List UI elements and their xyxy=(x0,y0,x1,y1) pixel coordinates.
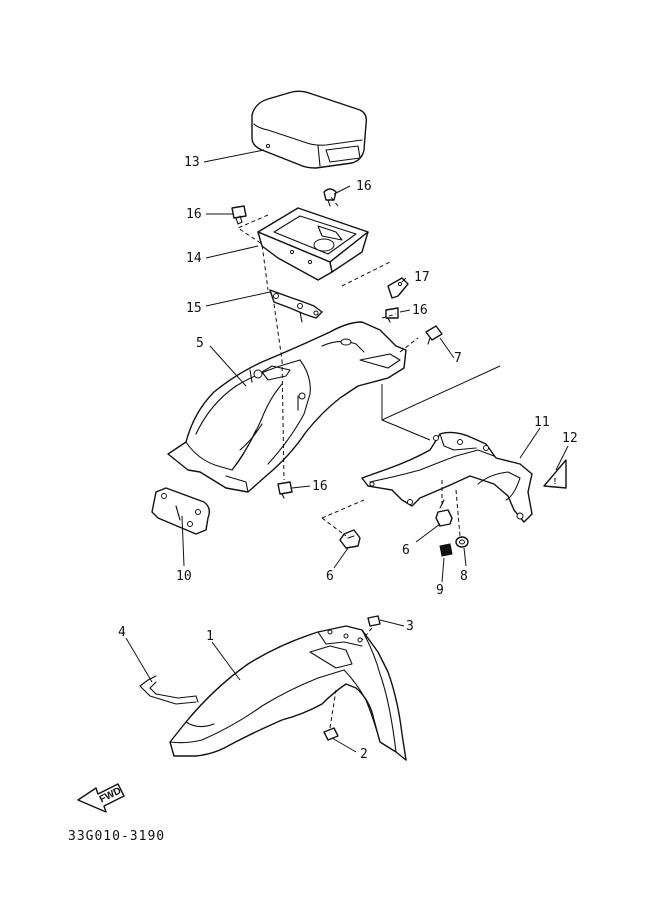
fastener-2 xyxy=(323,727,339,741)
callouts: 13 16 16 14 17 15 16 5 7 11 12 16 6 8 9 … xyxy=(118,155,578,762)
callout-10: 10 xyxy=(176,569,192,584)
fastener-3 xyxy=(367,615,381,627)
callout-3: 3 xyxy=(406,619,414,634)
warning-triangle: ! xyxy=(543,459,567,489)
callout-6-left: 6 xyxy=(326,569,334,584)
fastener-16-left xyxy=(231,205,247,225)
callout-14: 14 xyxy=(186,251,202,266)
svg-text:!: ! xyxy=(554,477,557,486)
assembly-lines xyxy=(175,195,501,729)
fastener-16-bottom xyxy=(277,481,293,499)
rod xyxy=(139,675,199,705)
fastener-6-left xyxy=(339,529,361,549)
leader-lines xyxy=(125,149,569,753)
plate xyxy=(151,487,211,535)
callout-11: 11 xyxy=(534,415,550,430)
battery-cover xyxy=(251,90,368,169)
callout-16-top: 16 xyxy=(356,179,372,194)
fastener-17 xyxy=(387,277,409,299)
fastener-8 xyxy=(455,536,469,548)
callout-7: 7 xyxy=(454,351,462,366)
rear-fender xyxy=(169,625,407,761)
callout-2: 2 xyxy=(360,747,368,762)
fwd-arrow: FWD xyxy=(77,783,125,813)
rear-fender-inner xyxy=(167,321,407,493)
callout-16-left: 16 xyxy=(186,207,202,222)
battery-case xyxy=(257,207,369,281)
callout-13: 13 xyxy=(184,155,200,170)
bracket xyxy=(269,289,323,323)
callout-16-bottom: 16 xyxy=(312,479,328,494)
callout-5: 5 xyxy=(196,336,204,351)
callout-15: 15 xyxy=(186,301,202,316)
drawing-code: 33G010-3190 xyxy=(68,829,165,844)
fender-support xyxy=(361,431,533,523)
fastener-16-top xyxy=(323,188,337,207)
fastener-9 xyxy=(439,543,453,557)
callout-12: 12 xyxy=(562,431,578,446)
callout-16-mid: 16 xyxy=(412,303,428,318)
callout-17: 17 xyxy=(414,270,430,285)
callout-8: 8 xyxy=(460,569,468,584)
fastener-6-right xyxy=(435,499,453,527)
callout-4: 4 xyxy=(118,625,126,640)
callout-9: 9 xyxy=(436,583,444,598)
callout-6-right: 6 xyxy=(402,543,410,558)
callout-1: 1 xyxy=(206,629,214,644)
fastener-7 xyxy=(425,325,443,345)
